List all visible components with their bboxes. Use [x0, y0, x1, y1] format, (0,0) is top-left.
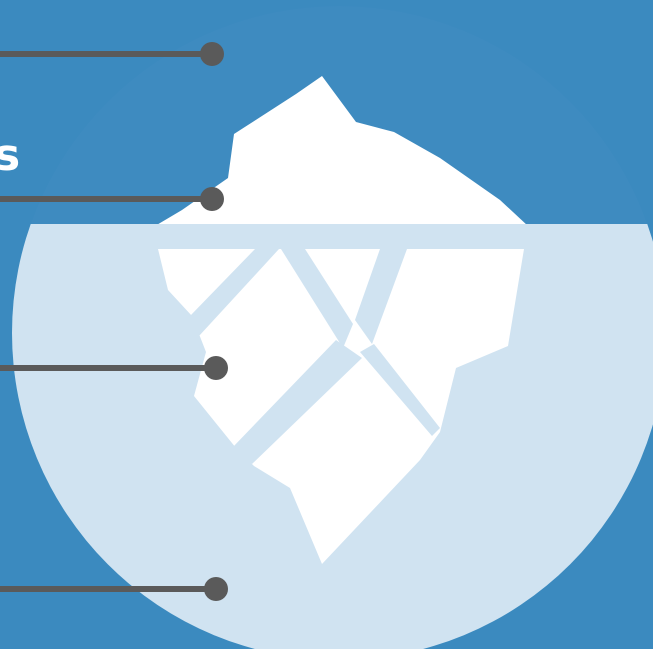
leader-dot-1: [200, 42, 224, 66]
partial-label-text: s: [0, 134, 20, 178]
leader-dot-2: [200, 187, 224, 211]
leader-dot-3: [204, 356, 228, 380]
leader-dot-4: [204, 577, 228, 601]
